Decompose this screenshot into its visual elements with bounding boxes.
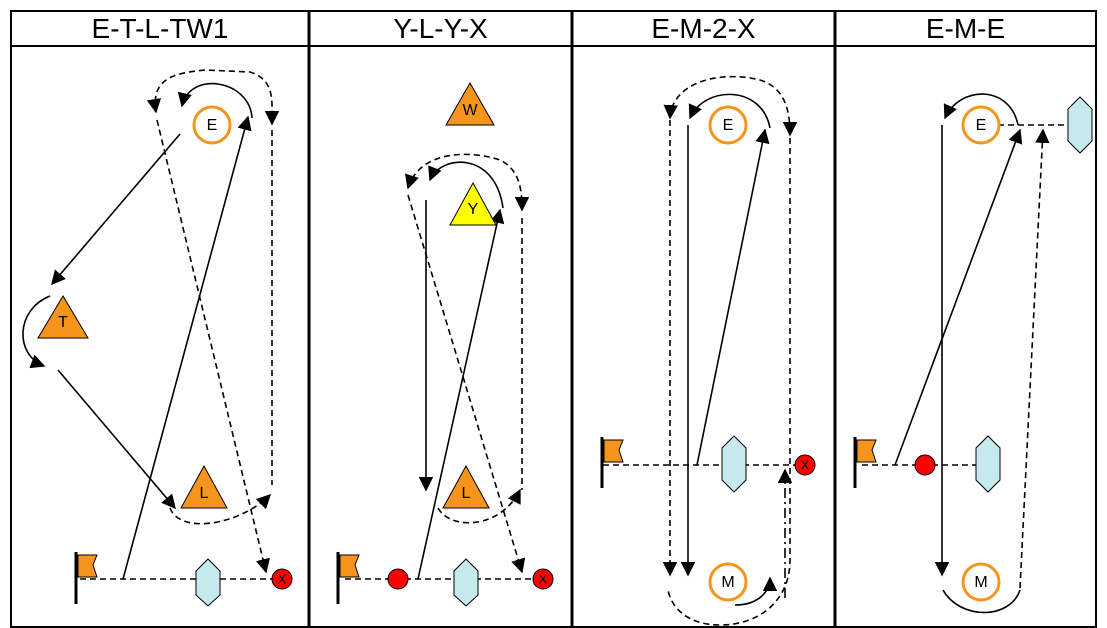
leg-y-to-finish [407,194,526,574]
header-eme: E-M-E [925,13,1006,44]
committee-boat-icon [453,558,479,607]
finish-mark-icon: X [271,568,293,590]
mark-m-label: M [721,574,734,591]
header-em2x: E-M-2-X [651,13,756,44]
panel-eme: E M [853,93,1093,614]
leg-e-to-finish [156,119,270,574]
mark-w-icon: W [445,81,495,126]
leg-t-to-l [57,369,176,510]
pin-buoy-icon [914,454,936,476]
mark-e-icon: E [961,105,1001,145]
panel-em2x: E M X [600,75,816,626]
svg-text:X: X [539,571,548,586]
start-flag-icon [74,552,98,604]
svg-text:X: X [278,571,287,586]
committee-boat-icon [721,435,747,493]
mark-l-label: L [462,485,471,502]
header-etltw1: E-T-L-TW1 [91,13,229,44]
header-ylyx: Y-L-Y-X [393,13,488,44]
leg-start-to-y [417,208,505,580]
mark-m-label: M [974,574,987,591]
finish-boat-icon [1067,96,1093,154]
leg-m-to-e-finish [1019,128,1050,589]
finish-mark-icon: X [532,568,554,590]
mark-y-icon: Y [449,181,497,226]
rounding-t [22,295,51,369]
committee-boat-icon [195,558,221,607]
rounding-e-outer [146,69,280,126]
start-flag-icon [336,552,360,604]
rounding-e [943,93,1019,126]
mark-l-icon: L [180,464,228,509]
mark-t-icon: T [37,295,89,339]
start-flag-icon [853,437,877,488]
mark-w-label: W [462,102,478,119]
table-grid [10,10,1097,628]
finish-mark-icon: X [794,454,816,476]
rounding-e-outer [663,75,798,137]
mark-e-label: E [723,117,734,134]
leg-m-to-e [667,138,791,626]
mark-l-icon: L [442,464,490,509]
mark-m-icon: M [961,562,1001,602]
rounding-m [942,589,1021,614]
rounding-m [734,576,778,606]
mark-y-label: Y [468,201,479,218]
mark-l-label: L [200,485,209,502]
leg-e-to-t [51,133,181,286]
rounding-l [437,488,521,524]
pin-buoy-icon [387,568,409,590]
mark-e-icon: E [708,105,748,145]
committee-boat-icon [975,435,1001,493]
leg-start-to-e [696,128,770,466]
mark-t-label: T [58,314,68,331]
mark-e-label: E [976,117,987,134]
panel-etltw1: E T L X [22,69,293,607]
mark-m-icon: M [708,562,748,602]
leg-start-to-e [122,115,252,580]
start-flag-icon [600,437,624,488]
mark-e-label: E [207,117,218,134]
leg-start-to-e [894,128,1023,466]
panel-ylyx: W Y L X [336,81,554,607]
rounding-y-outer [405,153,530,212]
mark-e-icon: E [192,105,232,145]
svg-text:X: X [801,457,810,472]
